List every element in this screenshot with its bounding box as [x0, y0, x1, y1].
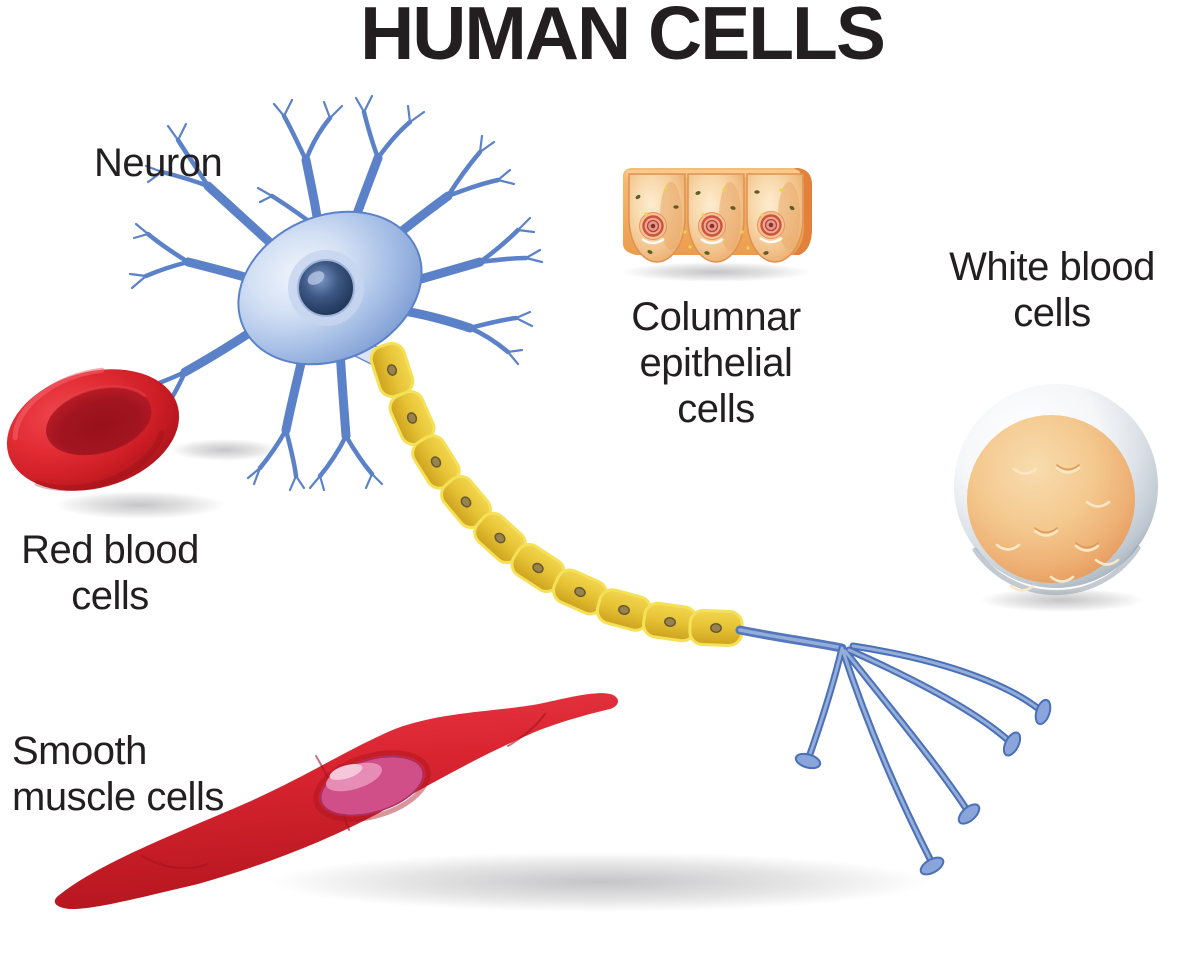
rbc-depression-rim — [47, 385, 146, 417]
terminal-bulbs — [794, 698, 1052, 876]
columnar-label-line: Columnar — [631, 295, 801, 339]
epithelial-block-side — [793, 168, 812, 255]
page-title: HUMAN CELLS — [360, 0, 886, 75]
columnar-epithelial-cells-illustration — [623, 168, 812, 263]
wbc-label-line: cells — [1013, 291, 1091, 335]
epithelial-nuclei — [639, 211, 785, 245]
epithelial-cell-shading — [660, 182, 800, 250]
smooth-muscle-cells-label: Smooth muscle cells — [12, 728, 224, 820]
wbc-bottom-rim — [972, 545, 1141, 596]
columnar-label-line: epithelial — [639, 341, 793, 385]
white-blood-cells-label: White blood cells — [949, 244, 1155, 336]
smooth-muscle-cell-illustration — [54, 693, 619, 910]
muscle-label-line: Smooth — [12, 729, 147, 773]
neuron-shadow — [170, 439, 280, 461]
columnar-label-line: cells — [677, 387, 755, 431]
nucleus — [297, 259, 355, 317]
rbc-rim-highlight — [12, 367, 105, 441]
rbc-depression — [46, 386, 152, 456]
epithelial-specks-yellow — [644, 186, 783, 250]
wbc-shadow — [980, 588, 1144, 612]
wbc-label-line: White blood — [949, 245, 1155, 289]
rbc-label-line: Red blood — [21, 528, 199, 572]
red-blood-cells-label: Red blood cells — [21, 527, 199, 619]
rbc-label-line: cells — [71, 574, 149, 618]
axon-terminals — [735, 625, 1052, 876]
drop-shadows — [55, 262, 1144, 912]
epithelial-shadow — [621, 262, 811, 282]
muscle-shadow — [270, 852, 930, 912]
wbc-cytoplasm — [967, 415, 1135, 583]
muscle-nucleus-gloss — [329, 764, 363, 780]
columnar-epithelial-label: Columnar epithelial cells — [631, 294, 801, 432]
neuron-illustration — [116, 94, 1052, 876]
muscle-label-line: muscle cells — [12, 775, 224, 819]
wbc-texture-crescents-dark — [1034, 464, 1099, 549]
nucleus-highlight — [307, 271, 325, 285]
dendrite-trunks — [180, 153, 485, 441]
red-blood-cell-illustration — [6, 367, 180, 492]
neuron-label-line: Neuron — [94, 141, 223, 185]
neuron-label: Neuron — [94, 140, 223, 186]
muscle-nucleus-socket — [313, 750, 431, 822]
rbc-shadow — [55, 491, 225, 519]
wbc-texture-crescents — [995, 466, 1120, 592]
white-blood-cell-illustration — [954, 384, 1158, 596]
rbc-bottom-shade — [34, 430, 165, 492]
terminal-branches-core — [807, 644, 1042, 863]
epithelial-specks-dark — [635, 190, 795, 255]
